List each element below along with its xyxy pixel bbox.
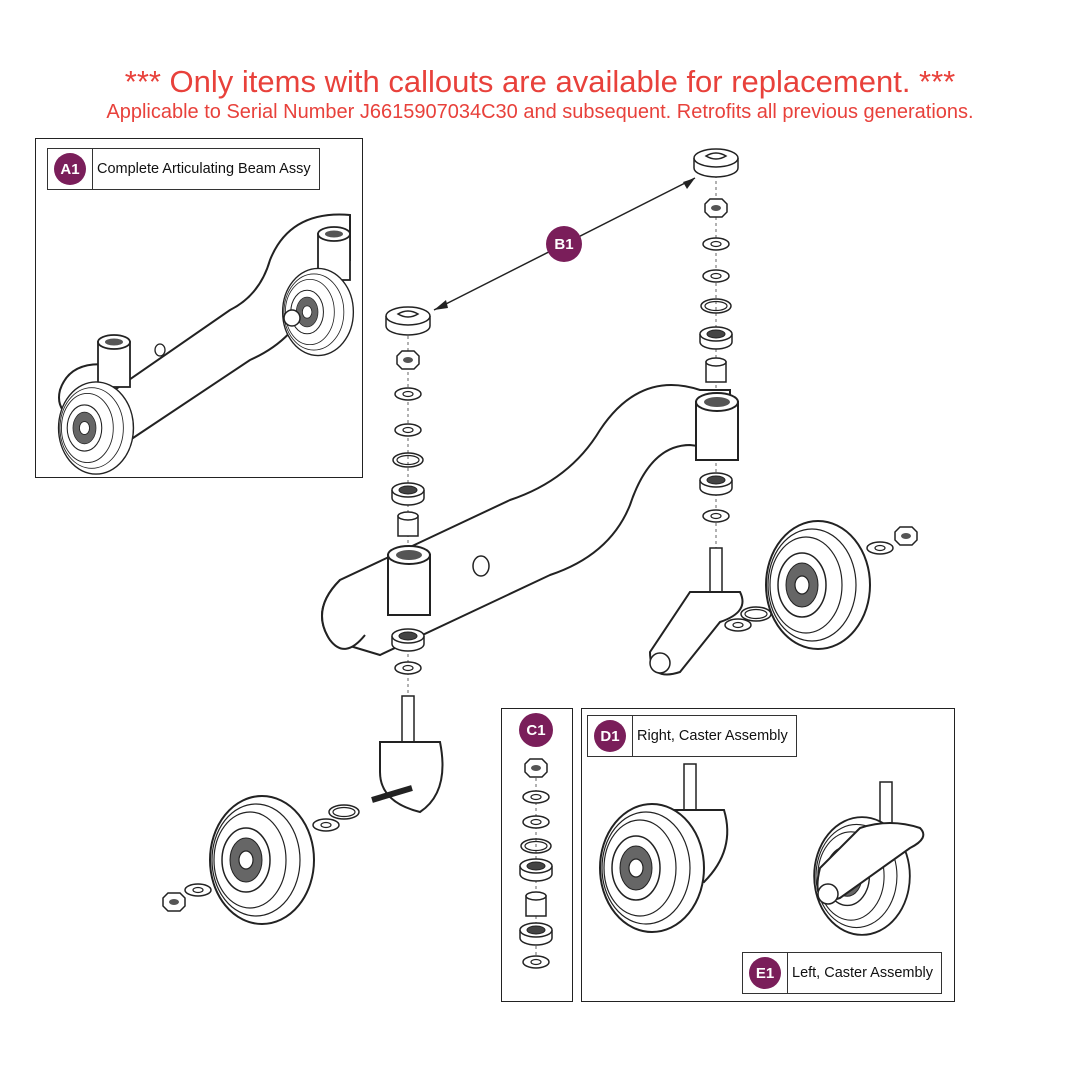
badge-c1: C1 <box>519 713 553 747</box>
replacement-notice: *** Only items with callouts are availab… <box>124 64 956 99</box>
callout-d1: D1 Right, Caster Assembly <box>587 715 797 757</box>
label-a1: Complete Articulating Beam Assy <box>97 161 311 177</box>
badge-a1: A1 <box>54 153 86 185</box>
badge-d1: D1 <box>594 720 626 752</box>
inset-c1 <box>501 708 573 1002</box>
label-e1: Left, Caster Assembly <box>792 965 934 981</box>
badge-b1: B1 <box>546 226 582 262</box>
label-d1: Right, Caster Assembly <box>637 728 788 744</box>
callout-e1: E1 Left, Caster Assembly <box>742 952 943 994</box>
badge-e1: E1 <box>749 957 781 989</box>
serial-applicability: Applicable to Serial Number J6615907034C… <box>106 101 974 123</box>
callout-a1: A1 Complete Articulating Beam Assy <box>47 148 320 190</box>
